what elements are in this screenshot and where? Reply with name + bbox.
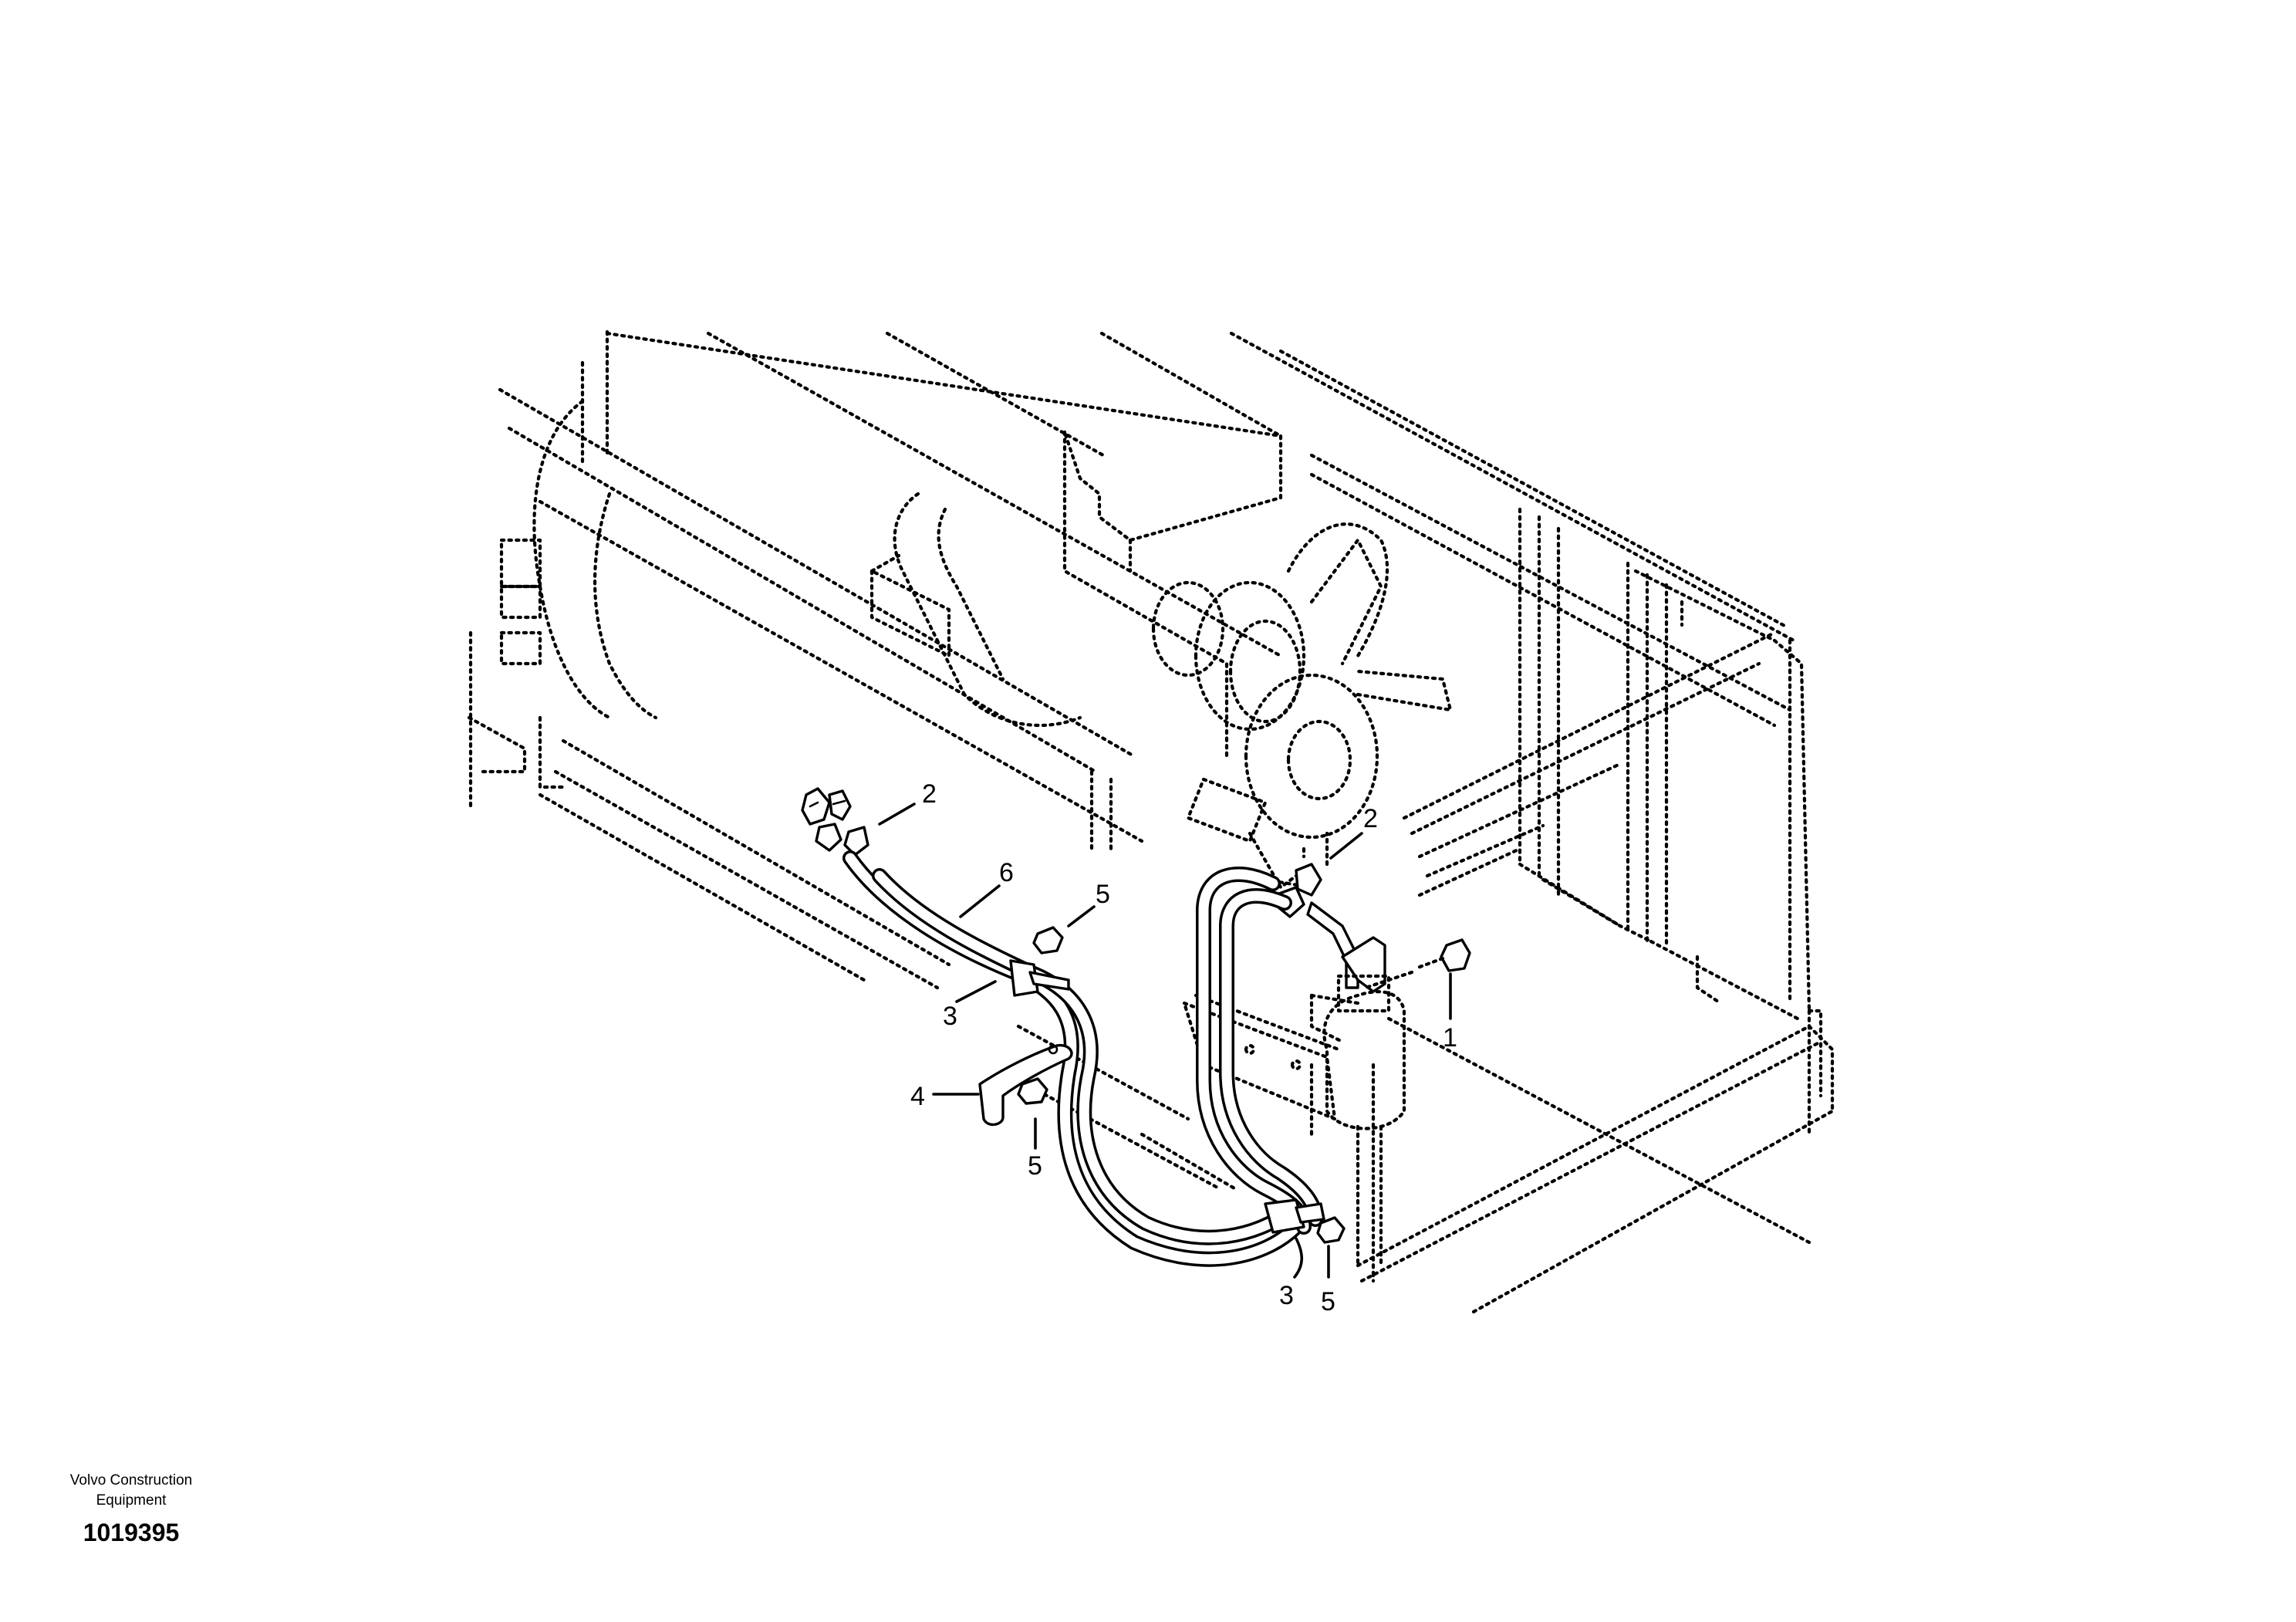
publisher-label: Volvo Construction Equipment	[31, 1471, 231, 1511]
bolt-drier	[1363, 938, 1471, 990]
callout-2-left: 2	[922, 779, 937, 809]
callout-leaders	[878, 803, 1452, 1279]
receiver-drier	[1309, 974, 1406, 1268]
bolt-middle	[1017, 1077, 1048, 1105]
publisher-line-1: Volvo Construction	[69, 1472, 193, 1489]
support-bracket	[978, 1043, 1073, 1126]
callout-5-upper: 5	[1096, 880, 1110, 909]
publisher-line-2: Equipment	[96, 1492, 167, 1509]
illustration-number: 1019395	[83, 1519, 180, 1546]
callout-3-lower: 3	[1279, 1281, 1294, 1310]
callout-4: 4	[910, 1082, 925, 1111]
callout-5-middle: 5	[1028, 1151, 1042, 1181]
bolt-lower	[1316, 1216, 1346, 1244]
engine-frame-outline	[467, 329, 1835, 1314]
callout-5-lower: 5	[1321, 1287, 1335, 1316]
callout-3-upper: 3	[943, 1002, 957, 1031]
hose-left-second	[872, 868, 1295, 1245]
bolt-upper	[1032, 926, 1064, 955]
hose-clamp-lower	[1264, 1198, 1325, 1234]
hose-right-second	[1219, 888, 1323, 1227]
callout-2-right: 2	[1363, 804, 1378, 833]
callout-1: 1	[1443, 1023, 1457, 1053]
hose-clamp-upper	[1009, 959, 1070, 997]
hose-left	[842, 850, 1304, 1267]
left-hose-fittings	[801, 787, 869, 857]
callout-6: 6	[999, 858, 1014, 887]
